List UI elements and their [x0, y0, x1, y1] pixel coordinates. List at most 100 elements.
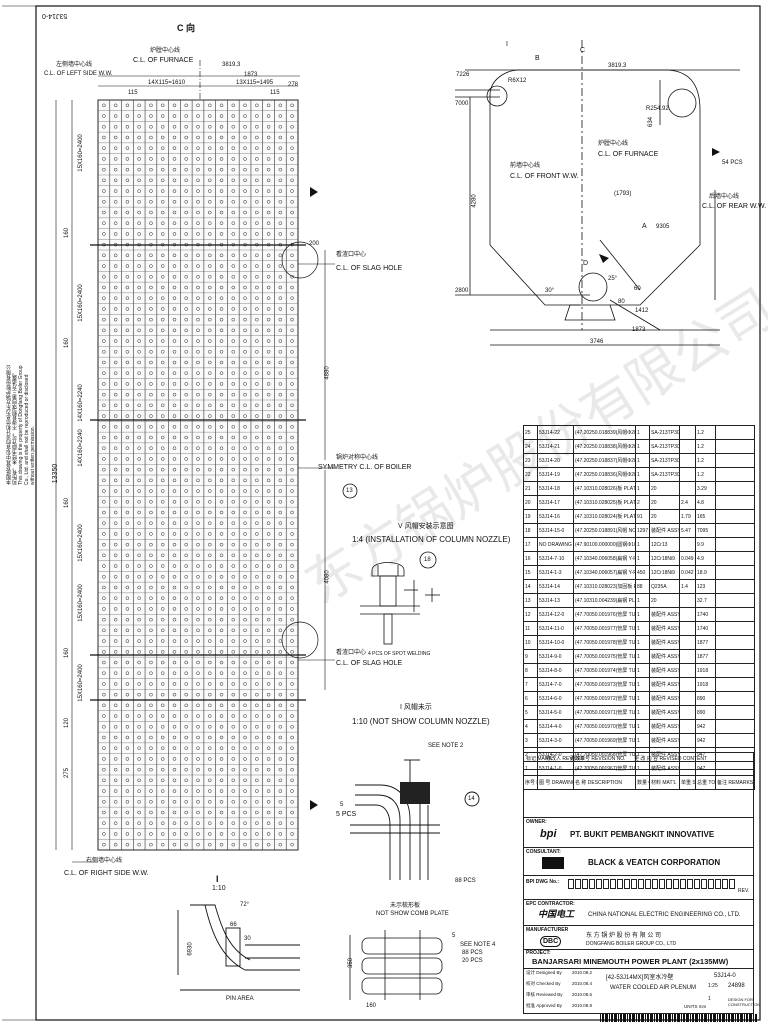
- nozzle-mark: [102, 135, 106, 140]
- detail-bottom-dim-350: 350: [348, 957, 355, 969]
- nozzle-mark: [184, 842, 188, 847]
- nozzle-mark: [113, 328, 118, 333]
- bom-cell-mat: 20: [649, 481, 680, 496]
- nozzle-mark: [243, 264, 247, 268]
- nozzle-mark: [196, 296, 200, 300]
- nozzle-mark: [160, 489, 165, 493]
- nozzle-mark: [184, 178, 188, 183]
- nozzle-mark: [290, 371, 294, 375]
- nozzle-mark: [243, 542, 247, 547]
- nozzle-mark: [137, 167, 141, 172]
- nozzle-mark: [278, 446, 283, 450]
- nozzle-mark: [278, 682, 283, 686]
- nozzle-mark: [113, 135, 118, 140]
- bottom-barcode-strip: [600, 1014, 757, 1022]
- nozzle-mark: [196, 467, 200, 472]
- nozzle-mark: [160, 167, 165, 172]
- section-dim-1412: 1412: [635, 308, 649, 314]
- barcode-bar: [749, 1014, 752, 1022]
- nozzle-mark: [102, 682, 106, 686]
- nozzle-mark: [243, 703, 247, 708]
- nozzle-mark: [255, 178, 259, 183]
- nozzle-mark: [196, 382, 200, 386]
- barcode-bar: [611, 1014, 613, 1022]
- nozzle-mark: [231, 660, 236, 665]
- nozzle-mark: [125, 478, 130, 483]
- nozzle-mark: [231, 671, 236, 675]
- nozzle-mark: [172, 660, 177, 665]
- view-c-dim-115b: 115: [270, 90, 280, 96]
- nozzle-mark: [219, 285, 224, 290]
- nozzle-mark: [184, 114, 188, 118]
- nozzle-mark: [266, 800, 271, 804]
- nozzle-mark: [231, 339, 236, 343]
- barcode-bar: [708, 1014, 709, 1022]
- nozzle-mark: [266, 114, 271, 118]
- bom-cell-weight: [679, 467, 696, 482]
- tb-drawing-no: 53J14-0: [714, 973, 736, 979]
- nozzle-mark: [102, 778, 106, 783]
- bom-cell-desc: (47.10310.004239)扁钢 PLAIN BAR: [573, 593, 636, 608]
- nozzle-mark: [172, 328, 177, 333]
- nozzle-mark: [160, 371, 165, 375]
- nozzle-mark: [125, 746, 130, 750]
- nozzle-mark: [290, 842, 294, 847]
- nozzle-mark: [172, 575, 177, 579]
- nozzle-mark: [231, 735, 236, 740]
- nozzle-mark: [125, 810, 130, 815]
- section-dim-1793: (1793): [614, 191, 632, 197]
- nozzle-mark: [243, 800, 247, 804]
- nozzle-mark: [208, 650, 212, 654]
- nozzle-mark: [266, 157, 271, 161]
- nozzle-mark: [266, 285, 271, 290]
- nozzle-mark: [255, 446, 259, 450]
- nozzle-mark: [160, 296, 165, 300]
- barcode-bar: [654, 1014, 655, 1022]
- tb-epc: CHINA NATIONAL ELECTRIC ENGINEERING CO.,…: [588, 912, 741, 918]
- nozzle-mark: [113, 403, 118, 408]
- nozzle-mark: [160, 564, 165, 568]
- nozzle-mark: [231, 596, 236, 600]
- nozzle-mark: [172, 821, 177, 825]
- nozzle-mark: [208, 210, 212, 215]
- nozzle-mark: [137, 425, 141, 429]
- nozzle-mark: [160, 767, 165, 772]
- nozzle-mark: [266, 146, 271, 150]
- nozzle-mark: [172, 103, 177, 108]
- nozzle-mark: [125, 125, 130, 129]
- tb-bpi-box: [680, 879, 686, 889]
- bom-cell-qty: 1: [635, 607, 650, 622]
- section-dim-3746: 3746: [590, 339, 604, 345]
- nozzle-mark: [113, 435, 118, 440]
- nozzle-mark: [184, 403, 188, 408]
- nozzle-mark: [243, 789, 247, 793]
- tb-owner-label: OWNER:: [526, 819, 547, 825]
- nozzle-mark: [219, 103, 224, 108]
- nozzle-mark: [290, 735, 294, 740]
- nozzle-mark: [208, 339, 212, 343]
- nozzle-mark: [243, 210, 247, 215]
- nozzle-mark: [290, 714, 294, 718]
- nozzle-mark: [149, 264, 153, 268]
- tb-manufacturer: DONGFANG BOILER GROUP CO., LTD: [586, 941, 677, 947]
- nozzle-mark: [290, 617, 294, 622]
- bom-cell-total: 1918: [695, 677, 716, 692]
- tb-weight: 24898: [728, 983, 745, 989]
- bom-cell-total: 18.9: [695, 565, 716, 580]
- nozzle-mark: [208, 617, 212, 622]
- nozzle-mark: [160, 457, 165, 461]
- nozzle-mark: [219, 789, 224, 793]
- nozzle-mark: [102, 810, 106, 815]
- nozzle-mark: [149, 564, 153, 568]
- nozzle-mark: [172, 553, 177, 558]
- bom-cell-remarks: [715, 467, 755, 482]
- nozzle-mark: [255, 125, 259, 129]
- nozzle-mark: [102, 157, 106, 161]
- nozzle-mark: [208, 532, 212, 536]
- nozzle-mark: [266, 510, 271, 515]
- bom-cell-drawing: 53J14-4-0: [537, 719, 574, 734]
- bom-cell-qty: 450: [635, 565, 650, 580]
